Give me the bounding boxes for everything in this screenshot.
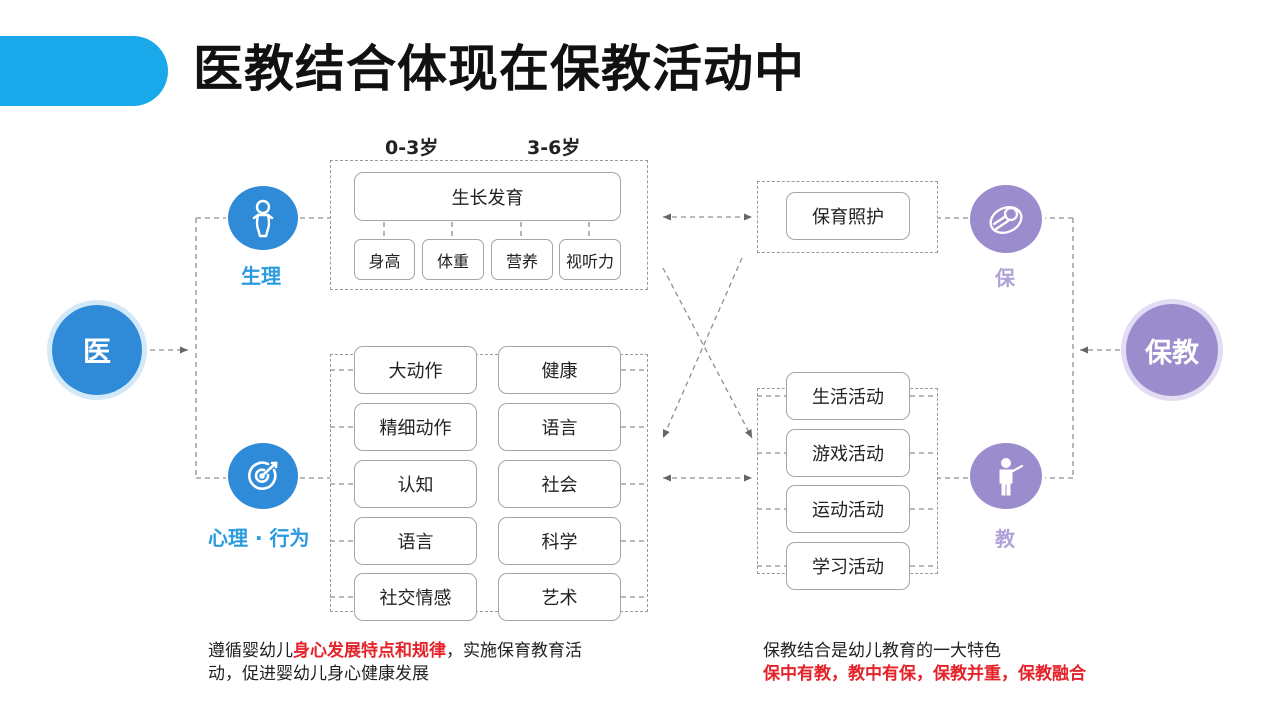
gross-motor-box: 大动作 bbox=[354, 346, 477, 394]
growth-box: 生长发育 bbox=[354, 172, 621, 221]
note-left-highlight: 身心发展特点和规律 bbox=[293, 641, 446, 661]
teach-label: 教 bbox=[995, 527, 1015, 551]
psychology-group-frame bbox=[330, 354, 648, 612]
study-activity-box: 学习活动 bbox=[786, 542, 910, 590]
language-domain-box: 语言 bbox=[498, 403, 621, 451]
care-label: 保 bbox=[995, 266, 1015, 290]
art-box: 艺术 bbox=[498, 573, 621, 621]
sport-activity-box: 运动活动 bbox=[786, 485, 910, 533]
game-activity-box: 游戏活动 bbox=[786, 429, 910, 477]
medical-label: 医 bbox=[82, 335, 111, 368]
note-right-highlight: 保中有教，教中有保，保教并重，保教融合 bbox=[763, 664, 1086, 684]
weight-box: 体重 bbox=[422, 239, 484, 280]
teach-circle bbox=[970, 443, 1042, 509]
baby-icon bbox=[252, 199, 274, 238]
science-box: 科学 bbox=[498, 517, 621, 565]
note-left-pre: 遵循婴幼儿 bbox=[208, 641, 293, 661]
height-box: 身高 bbox=[354, 239, 415, 280]
physiology-circle bbox=[228, 186, 298, 250]
note-right: 保教结合是幼儿教育的一大特色 保中有教，教中有保，保教并重，保教融合 bbox=[763, 640, 1086, 686]
social-emotion-box: 社交情感 bbox=[354, 573, 477, 621]
society-box: 社会 bbox=[498, 460, 621, 508]
medical-circle: 医 bbox=[52, 305, 142, 395]
language-box: 语言 bbox=[354, 517, 477, 565]
page-title: 医教结合体现在保教活动中 bbox=[193, 40, 805, 98]
age-label-0-3: 0-3岁 bbox=[385, 137, 439, 159]
teacher-icon bbox=[999, 458, 1024, 496]
swaddled-baby-icon bbox=[989, 206, 1023, 234]
note-left-post: ，实施保育教育活 bbox=[446, 641, 582, 661]
vision-hearing-box: 视听力 bbox=[559, 239, 621, 280]
note-left: 遵循婴幼儿身心发展特点和规律，实施保育教育活 动，促进婴幼儿身心健康发展 bbox=[208, 640, 582, 686]
care-circle bbox=[970, 185, 1042, 253]
care-box: 保育照护 bbox=[786, 192, 910, 240]
physiology-label: 生理 bbox=[241, 264, 281, 288]
physiology-group-frame bbox=[330, 160, 648, 290]
psychology-label: 心理 · 行为 bbox=[208, 526, 310, 550]
title-accent-tab bbox=[0, 36, 168, 106]
target-icon bbox=[248, 461, 278, 490]
age-label-3-6: 3-6岁 bbox=[527, 137, 581, 159]
care-group-frame bbox=[757, 181, 938, 253]
health-box: 健康 bbox=[498, 346, 621, 394]
note-left-line1: 遵循婴幼儿身心发展特点和规律，实施保育教育活 bbox=[208, 640, 582, 663]
cognition-box: 认知 bbox=[354, 460, 477, 508]
note-left-line2: 动，促进婴幼儿身心健康发展 bbox=[208, 664, 429, 684]
fine-motor-box: 精细动作 bbox=[354, 403, 477, 451]
note-right-line1: 保教结合是幼儿教育的一大特色 bbox=[763, 641, 1001, 661]
care-education-circle: 保教 bbox=[1126, 304, 1218, 396]
care-education-label: 保教 bbox=[1145, 337, 1199, 369]
nutrition-box: 营养 bbox=[491, 239, 553, 280]
life-activity-box: 生活活动 bbox=[786, 372, 910, 420]
psychology-circle bbox=[228, 443, 298, 509]
